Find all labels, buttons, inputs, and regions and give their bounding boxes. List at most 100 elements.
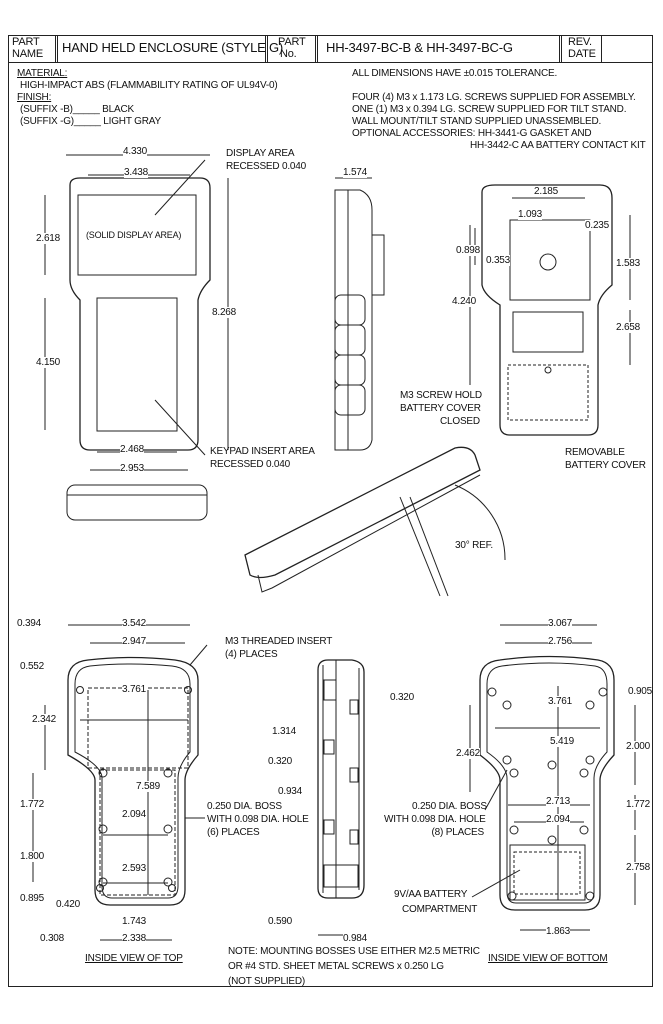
inside-top-outline xyxy=(32,624,208,941)
dim-label: 2.713 xyxy=(546,796,571,807)
rev-label-cell: REV. DATE xyxy=(562,35,602,63)
tolerance-note: ALL DIMENSIONS HAVE ±0.015 TOLERANCE. xyxy=(352,68,558,79)
bottom-note: (NOT SUPPLIED) xyxy=(228,976,306,987)
note-line: WALL MOUNT/TILT STAND SUPPLIED UNASSEMBL… xyxy=(352,116,602,127)
bottom-note: OR #4 STD. SHEET METAL SCREWS x 0.250 LG xyxy=(228,961,444,972)
dim-label: 1.863 xyxy=(546,926,571,937)
finish-gray: (SUFFIX -G)_____ LIGHT GRAY xyxy=(20,116,161,127)
dim-label: 2.756 xyxy=(548,636,573,647)
note-line: FOUR (4) M3 x 1.173 LG. SCREWS SUPPLIED … xyxy=(352,92,636,103)
part-name-label: NAME xyxy=(12,48,43,60)
dim-label: 2.468 xyxy=(120,444,145,455)
side-view xyxy=(334,177,385,451)
dim-label: 0.590 xyxy=(268,916,293,927)
dim-label: 3.542 xyxy=(122,618,147,629)
dim-label: 5.419 xyxy=(550,736,575,747)
end-view xyxy=(66,484,208,521)
part-name-label: PART xyxy=(12,36,40,48)
note-line: OPTIONAL ACCESSORIES: HH-3441-G GASKET A… xyxy=(352,128,592,139)
display-callout: RECESSED 0.040 xyxy=(226,161,307,172)
part-no: HH-3497-BC-B & HH-3497-BC-G xyxy=(326,40,513,55)
inside-bottom-outline xyxy=(469,624,636,931)
dim-label: 2.338 xyxy=(122,933,147,944)
dim-label: 8.268 xyxy=(212,307,237,318)
dim-label: 0.552 xyxy=(20,661,45,672)
dim-label: 3.438 xyxy=(124,167,149,178)
caption-inside-bottom: INSIDE VIEW OF BOTTOM xyxy=(488,953,608,964)
dim-label: 0.895 xyxy=(20,893,45,904)
display-area xyxy=(77,194,197,276)
keypad-area xyxy=(96,297,178,432)
dim-label: 2.094 xyxy=(546,814,571,825)
dim-label: 1.772 xyxy=(20,799,45,810)
dim-label: 1.574 xyxy=(343,167,368,178)
part-no-cell: HH-3497-BC-B & HH-3497-BC-G xyxy=(318,35,562,63)
dim-label: 3.761 xyxy=(122,684,147,695)
dim-label: 0.353 xyxy=(486,255,511,266)
part-name-cell: HAND HELD ENCLOSURE (STYLE G) xyxy=(58,35,283,63)
dim-label: 4.240 xyxy=(452,296,477,307)
display-label: (SOLID DISPLAY AREA) xyxy=(86,230,182,241)
boss-callout: (6) PLACES xyxy=(207,827,260,838)
note-line: HH-3442-C AA BATTERY CONTACT KIT xyxy=(470,140,646,151)
section-view xyxy=(317,659,365,936)
dim-label: 0.235 xyxy=(585,220,610,231)
dim-label: 2.947 xyxy=(122,636,147,647)
finish-black: (SUFFIX -B)_____ BLACK xyxy=(20,104,134,115)
dim-label: 2.462 xyxy=(456,748,481,759)
cover-callout: REMOVABLE xyxy=(565,447,625,458)
title-block xyxy=(8,35,653,63)
dim-label: 2.593 xyxy=(122,863,147,874)
finish-heading: FINISH: xyxy=(17,92,52,103)
part-no-label: PART xyxy=(278,36,306,48)
dim-label: 2.000 xyxy=(626,741,651,752)
dim-label: 1.743 xyxy=(122,916,147,927)
dim-label: 2.094 xyxy=(122,809,147,820)
boss-callout: WITH 0.098 DIA. HOLE xyxy=(384,814,486,825)
dim-label: 2.618 xyxy=(36,233,61,244)
boss-callout: 0.250 DIA. BOSS xyxy=(412,801,487,812)
battery-callout: COMPARTMENT xyxy=(402,904,478,915)
dim-label: 0.394 xyxy=(17,618,42,629)
dim-label: 1.314 xyxy=(272,726,297,737)
dim-label: 0.934 xyxy=(278,786,303,797)
dim-label: 1.800 xyxy=(20,851,45,862)
rev-label: DATE xyxy=(568,48,596,60)
keypad-callout: RECESSED 0.040 xyxy=(210,459,291,470)
bottom-note: NOTE: MOUNTING BOSSES USE EITHER M2.5 ME… xyxy=(228,946,480,957)
dim-label: 1.093 xyxy=(518,209,543,220)
insert-callout: M3 THREADED INSERT xyxy=(225,636,333,647)
dim-label: 4.330 xyxy=(123,146,148,157)
tilt-view xyxy=(244,446,506,597)
dim-label: 7.589 xyxy=(136,781,161,792)
drawing-border xyxy=(8,35,653,987)
screw-callout: M3 SCREW HOLD xyxy=(400,390,482,401)
material-value: HIGH-IMPACT ABS (FLAMMABILITY RATING OF … xyxy=(20,80,278,91)
dim-label: 0.320 xyxy=(268,756,293,767)
part-name: HAND HELD ENCLOSURE (STYLE G) xyxy=(62,40,284,55)
part-name-label-cell: PART NAME xyxy=(8,35,58,63)
dim-label: 0.420 xyxy=(56,899,81,910)
dim-label: 3.761 xyxy=(548,696,573,707)
display-callout: DISPLAY AREA xyxy=(226,148,295,159)
part-no-label-cell: PART No. xyxy=(268,35,318,63)
cover-callout: BATTERY COVER xyxy=(565,460,646,471)
dim-label: 0.984 xyxy=(343,933,368,944)
dim-label: 3.067 xyxy=(548,618,573,629)
dim-label: 1.583 xyxy=(616,258,641,269)
screw-callout: CLOSED xyxy=(440,416,480,427)
tilt-angle: 30° REF. xyxy=(455,540,493,551)
note-line: ONE (1) M3 x 0.394 LG. SCREW SUPPLIED FO… xyxy=(352,104,627,115)
keypad-callout: KEYPAD INSERT AREA xyxy=(210,446,315,457)
dim-label: 2.658 xyxy=(616,322,641,333)
dim-label: 2.953 xyxy=(120,463,145,474)
boss-callout: 0.250 DIA. BOSS xyxy=(207,801,282,812)
dim-label: 1.772 xyxy=(626,799,651,810)
dim-label: 2.342 xyxy=(32,714,57,725)
front-view-outline xyxy=(44,154,229,471)
insert-callout: (4) PLACES xyxy=(225,649,278,660)
caption-inside-top: INSIDE VIEW OF TOP xyxy=(85,953,183,964)
rev-label: REV. xyxy=(568,36,592,48)
dim-label: 0.308 xyxy=(40,933,65,944)
